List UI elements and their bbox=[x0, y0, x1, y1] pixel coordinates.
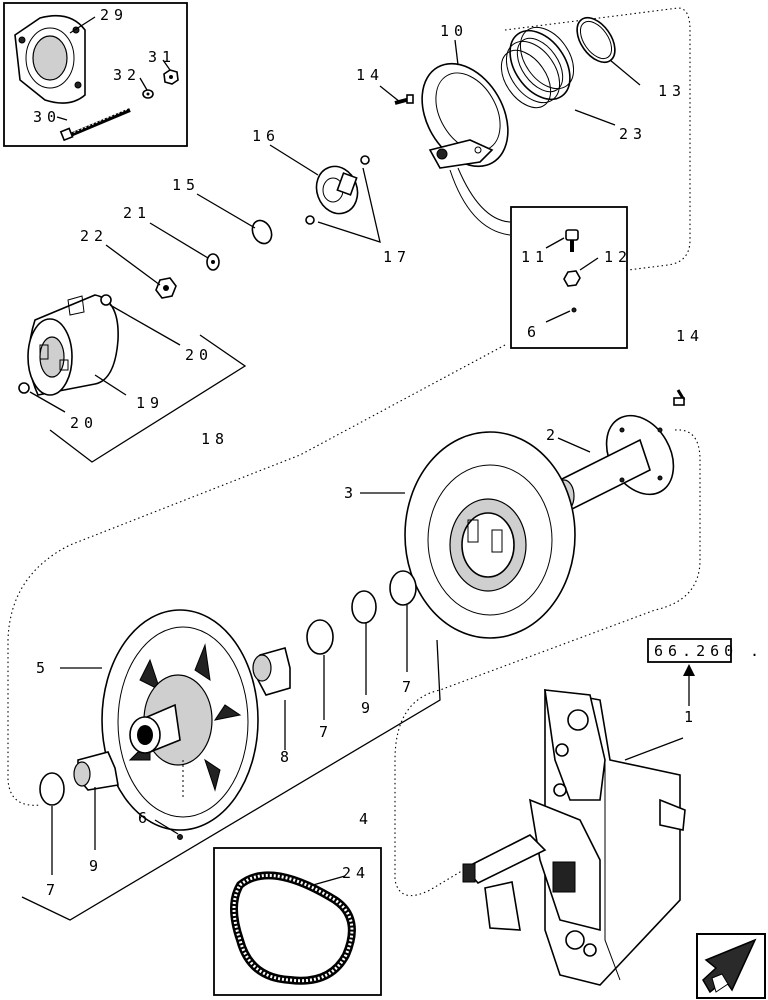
callout-30: 30 bbox=[33, 108, 61, 126]
pin-6-inset bbox=[571, 307, 577, 313]
inset-box-mounting-kit bbox=[3, 2, 188, 147]
callout-21: 21 bbox=[123, 204, 151, 222]
bracket-10 bbox=[421, 62, 511, 236]
callout-31: 31 bbox=[148, 48, 176, 66]
callout-32: 32 bbox=[113, 66, 141, 84]
callout-14-upper: 14 bbox=[356, 66, 384, 84]
callout-9-right: 9 bbox=[361, 699, 375, 717]
callout-9-left: 9 bbox=[89, 857, 103, 875]
bearing-16 bbox=[305, 155, 370, 225]
hub-assembly-18 bbox=[18, 294, 119, 396]
snap-ring-15 bbox=[251, 219, 273, 245]
callout-10: 10 bbox=[440, 22, 468, 40]
washer-32 bbox=[142, 89, 154, 99]
callout-7-mid: 7 bbox=[319, 723, 333, 741]
callout-24: 24 bbox=[342, 864, 370, 882]
callout-labels: 29 31 32 30 10 14 13 23 16 15 21 22 17 1… bbox=[33, 6, 764, 899]
callout-22: 22 bbox=[80, 227, 108, 245]
callout-23: 23 bbox=[619, 125, 647, 143]
shaft-2 bbox=[553, 414, 675, 513]
drive-belt-24 bbox=[230, 871, 356, 985]
spring-23 bbox=[500, 26, 575, 109]
bolt-14-lower bbox=[673, 389, 686, 406]
inset-box-belt bbox=[213, 847, 382, 996]
bolt-30 bbox=[59, 108, 131, 142]
bushing-8 bbox=[252, 647, 291, 696]
callout-18: 18 bbox=[201, 430, 229, 448]
callout-1: 1 bbox=[684, 708, 698, 726]
callout-20-upper: 20 bbox=[185, 346, 213, 364]
snap-ring-7-left bbox=[39, 772, 65, 806]
bolt-14-upper bbox=[394, 94, 414, 105]
nut-22 bbox=[155, 277, 177, 299]
callout-8: 8 bbox=[280, 748, 294, 766]
callout-20-lower: 20 bbox=[70, 414, 98, 432]
gearbox-1 bbox=[462, 689, 686, 986]
next-page-arrow-icon[interactable] bbox=[696, 933, 766, 999]
input-shaft bbox=[462, 834, 547, 884]
reference-section: 66.260 bbox=[654, 642, 738, 660]
pulley-half-5 bbox=[101, 609, 259, 831]
washer-21 bbox=[206, 253, 220, 271]
bushing-9-left bbox=[73, 751, 119, 791]
bracket-18 bbox=[49, 334, 247, 463]
callout-7-left: 7 bbox=[46, 881, 60, 899]
callout-2: 2 bbox=[546, 426, 560, 444]
callout-6-inset: 6 bbox=[527, 323, 541, 341]
callout-3: 3 bbox=[344, 484, 358, 502]
reference-suffix: . bbox=[750, 642, 764, 660]
nut-12 bbox=[563, 270, 581, 287]
callout-12: 12 bbox=[604, 248, 632, 266]
inset-box-screw-kit bbox=[510, 206, 628, 349]
leader-lines bbox=[29, 39, 684, 875]
snap-ring-7-right bbox=[389, 570, 417, 606]
callout-6: 6 bbox=[138, 809, 152, 827]
callout-15: 15 bbox=[172, 176, 200, 194]
callout-29: 29 bbox=[100, 6, 128, 24]
pulley-half-3 bbox=[404, 431, 576, 639]
callout-11: 11 bbox=[521, 248, 549, 266]
callout-7-right: 7 bbox=[402, 678, 416, 696]
callout-13: 13 bbox=[658, 82, 686, 100]
callout-14-lower: 14 bbox=[676, 327, 704, 345]
callout-19: 19 bbox=[136, 394, 164, 412]
ring-13 bbox=[576, 16, 616, 64]
callout-4: 4 bbox=[359, 810, 373, 828]
ring-9-right bbox=[351, 590, 377, 624]
nut-31 bbox=[163, 69, 179, 85]
cover-plate-29 bbox=[14, 14, 86, 104]
pin-6 bbox=[177, 834, 183, 840]
callout-16: 16 bbox=[252, 127, 280, 145]
assembly-guide-lines bbox=[7, 7, 701, 897]
snap-ring-7-mid bbox=[306, 619, 334, 655]
bracket-4 bbox=[21, 639, 441, 921]
callout-5: 5 bbox=[36, 659, 50, 677]
screw-11 bbox=[565, 229, 579, 252]
callout-17: 17 bbox=[383, 248, 411, 266]
reference-box bbox=[647, 638, 732, 706]
